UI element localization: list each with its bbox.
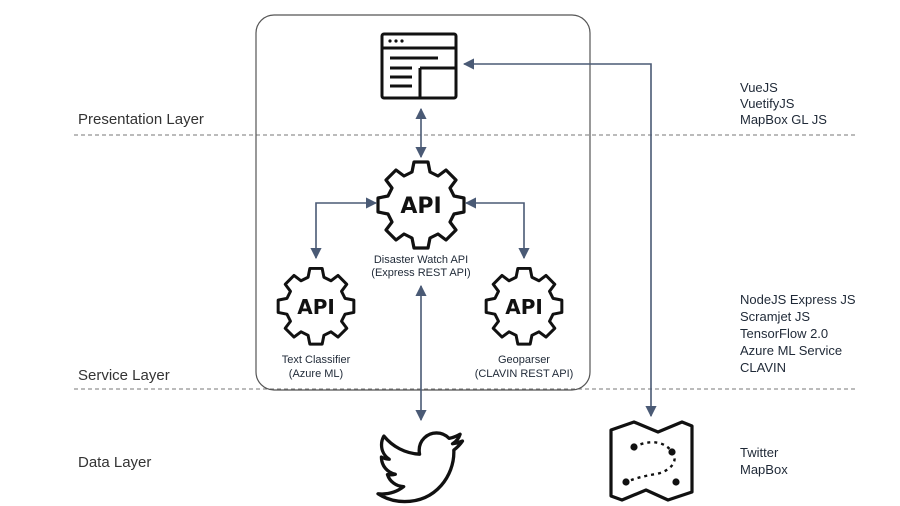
text-classifier-gear-icon: API <box>276 266 356 346</box>
geoparser-label-line2: (CLAVIN REST API) <box>475 368 574 380</box>
tech-tensorflow: TensorFlow 2.0 <box>740 326 828 341</box>
main-api-label-line2: (Express REST API) <box>371 267 470 279</box>
arrow-main-api-geoparser <box>464 197 530 260</box>
text-classifier-icon-text: API <box>297 295 335 319</box>
tech-vuetifyjs: VuetifyJS <box>740 96 795 111</box>
main-api-icon-text: API <box>400 194 441 219</box>
geoparser-icon-text: API <box>505 295 543 319</box>
map-icon <box>609 420 694 502</box>
text-classifier-label-line2: (Azure ML) <box>289 368 343 380</box>
tech-nodejs-express: NodeJS Express JS <box>740 292 856 307</box>
twitter-bird-icon <box>376 431 465 504</box>
tech-mapbox: MapBox <box>740 462 788 477</box>
data-layer-label: Data Layer <box>78 454 151 471</box>
text-classifier-label-line1: Text Classifier <box>282 354 351 366</box>
tech-twitter: Twitter <box>740 445 779 460</box>
tech-vuejs: VueJS <box>740 80 778 95</box>
tech-mapbox-gl-js: MapBox GL JS <box>740 112 827 127</box>
main-api-label-line1: Disaster Watch API <box>374 254 468 266</box>
geoparser-gear-icon: API <box>484 266 564 346</box>
service-layer-label: Service Layer <box>78 367 170 384</box>
tech-clavin: CLAVIN <box>740 360 786 375</box>
arrows <box>310 58 657 422</box>
main-api-gear-icon: API <box>376 160 466 250</box>
arrow-main-api-text-classifier <box>310 197 378 260</box>
tech-scramjet: Scramjet JS <box>740 309 810 324</box>
browser-window-icon <box>380 32 458 100</box>
arrow-browser-mapbox <box>462 58 657 418</box>
presentation-layer-label: Presentation Layer <box>78 111 204 128</box>
geoparser-label-line1: Geoparser <box>498 354 550 366</box>
tech-azure-ml: Azure ML Service <box>740 343 842 358</box>
